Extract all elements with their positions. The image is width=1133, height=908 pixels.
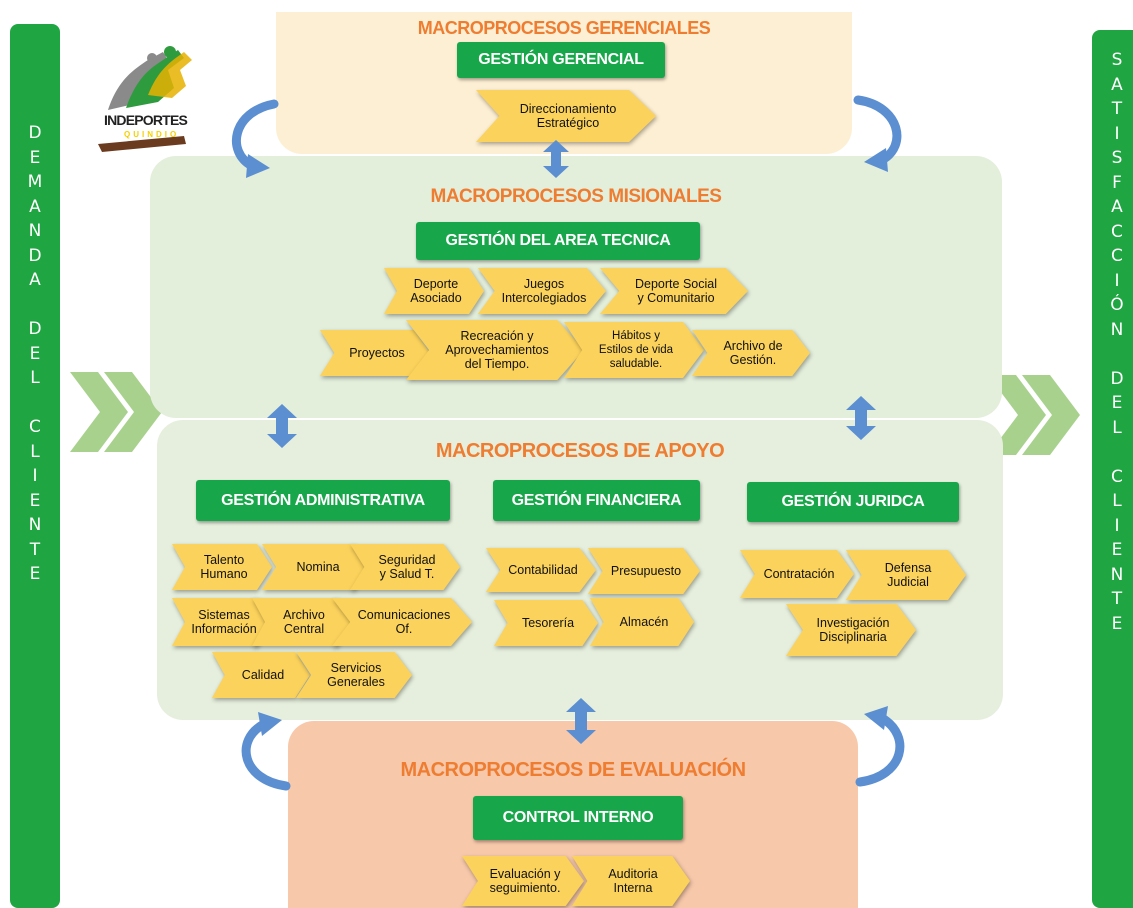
chevron-habitos: Hábitos y Estilos de vida saludable.: [564, 322, 704, 378]
right-sidebar-letter: T: [1111, 99, 1123, 119]
chevron-talento-humano: Talento Humano: [172, 544, 272, 590]
arrow-misionales-apoyo-right: [846, 396, 876, 440]
gestion-area-tecnica-box: GESTIÓN DEL AREA TECNICA: [416, 222, 700, 260]
apoyo-title: MACROPROCESOS DE APOYO: [435, 440, 725, 462]
evaluacion-title: MACROPROCESOS DE EVALUACIÓN: [400, 759, 746, 781]
chevron-proyectos: Proyectos: [320, 330, 430, 376]
right-sidebar-letter: I: [1114, 123, 1120, 144]
right-sidebar-letter: [1110, 342, 1123, 367]
chevron-deporte-asociado: Deporte Asociado: [384, 268, 484, 314]
right-sidebar-letter: L: [1112, 491, 1122, 511]
chevron-presupuesto: Presupuesto: [588, 548, 700, 594]
right-sidebar-letter: E: [1111, 393, 1123, 413]
chevron-nomina: Nomina: [262, 544, 370, 590]
left-sidebar-letter: L: [30, 441, 40, 462]
right-sidebar-letter: A: [1111, 74, 1123, 95]
right-sidebar-letter: A: [1111, 197, 1123, 217]
chevron-direccionamiento: Direccionamiento Estratégico: [476, 90, 656, 142]
chevron-almacen: Almacén: [590, 598, 694, 646]
right-sidebar-letter: E: [1111, 540, 1123, 560]
left-sidebar-letter: E: [29, 490, 41, 511]
chevron-archivo-central: Archivo Central: [252, 598, 352, 646]
chevron-evaluacion-seguimiento: Evaluación y seguimiento.: [462, 856, 584, 906]
right-sidebar-letter: L: [1112, 417, 1122, 438]
inderportes-logo: INDEPORTES QUINDIO: [88, 40, 198, 152]
chevron-contabilidad: Contabilidad: [486, 548, 596, 592]
right-sidebar-letter: I: [1114, 515, 1120, 536]
misionales-title: MACROPROCESOS MISIONALES: [430, 186, 722, 207]
left-sidebar-letter: A: [29, 196, 41, 217]
right-sidebar-letter: N: [1110, 564, 1124, 585]
left-sidebar-letter: M: [27, 172, 43, 192]
left-sidebar-letter: T: [29, 539, 41, 560]
right-sidebar-letter: C: [1111, 246, 1123, 266]
chevron-tesoreria: Tesorería: [494, 600, 598, 646]
chevron-defensa-judicial: Defensa Judicial: [846, 550, 966, 600]
arrow-misionales-apoyo-left: [267, 404, 297, 448]
left-sidebar-letter: N: [28, 221, 42, 241]
left-sidebar-letter: [28, 293, 43, 318]
chevron-deporte-social: Deporte Social y Comunitario: [600, 268, 748, 314]
right-sidebar-letter: Ó: [1110, 295, 1124, 315]
gestion-gerencial-box: GESTIÓN GERENCIAL: [457, 42, 665, 78]
chevron-contratacion: Contratación: [740, 550, 854, 598]
left-sidebar-letter: E: [29, 564, 41, 584]
left-sidebar-letter: E: [29, 147, 41, 168]
chevron-recreacion: Recreación y Aprovechamientos del Tiempo…: [406, 320, 584, 380]
left-sidebar-letter: D: [28, 245, 42, 266]
gestion-financiera-box: GESTIÓN FINANCIERA: [493, 480, 700, 521]
chevron-juegos-intercolegiados: Juegos Intercolegiados: [478, 268, 606, 314]
logo-text: INDEPORTES: [104, 112, 188, 128]
left-sidebar-letter: N: [28, 515, 42, 535]
gerenciales-title: MACROPROCESOS GERENCIALES: [417, 18, 711, 38]
chevron-servicios-generales: Servicios Generales: [296, 652, 412, 698]
left-sidebar-letter: D: [28, 319, 42, 339]
curved-arrow-bottom-left: [241, 712, 291, 791]
left-sidebar-letter: E: [29, 343, 41, 364]
left-sidebar-letter: C: [29, 417, 41, 437]
left-sidebar-letter: I: [32, 466, 38, 486]
logo-subtext: QUINDIO: [124, 130, 180, 139]
chevron-auditoria-interna: Auditoria Interna: [572, 856, 690, 906]
chevron-seguridad-salud: Seguridad y Salud T.: [350, 544, 460, 590]
right-sidebar-letter: S: [1111, 50, 1123, 70]
right-sidebar-letter: E: [1111, 613, 1123, 634]
right-sidebar-letter: S: [1111, 148, 1123, 168]
arrow-gerenciales-misionales: [543, 140, 569, 178]
chevron-calidad: Calidad: [212, 652, 310, 698]
chevron-sistemas-informacion: Sistemas Información: [172, 598, 272, 646]
right-sidebar-letter: [1110, 440, 1123, 465]
left-sidebar-letter: [28, 391, 43, 416]
arrow-apoyo-evaluacion: [566, 698, 596, 744]
right-output-chevrons: [988, 375, 1080, 455]
right-sidebar-letter: D: [1110, 368, 1124, 389]
left-sidebar-letter: D: [28, 123, 42, 143]
right-sidebar-letter: F: [1112, 172, 1122, 193]
gestion-administrativa-box: GESTIÓN ADMINISTRATIVA: [196, 480, 450, 521]
curved-arrow-top-left: [232, 99, 279, 178]
right-sidebar-letter: I: [1114, 270, 1120, 291]
right-sidebar-letter: N: [1110, 319, 1124, 340]
left-sidebar-letter: L: [30, 368, 40, 388]
left-input-chevrons: [70, 372, 162, 452]
right-sidebar-letter: T: [1111, 589, 1123, 609]
control-interno-box: CONTROL INTERNO: [473, 796, 683, 840]
right-sidebar-letter: C: [1111, 466, 1123, 487]
right-sidebar-letter: C: [1111, 221, 1123, 242]
gestion-juridica-box: GESTIÓN JURIDCA: [747, 482, 959, 522]
chevron-investigacion-disciplinaria: Investigación Disciplinaria: [786, 604, 916, 656]
left-sidebar-letter: A: [29, 270, 41, 290]
chevron-archivo-gestion: Archivo de Gestión.: [692, 330, 810, 376]
curved-arrow-bottom-right: [855, 706, 905, 787]
chevron-comunicaciones: Comunicaciones Of.: [332, 598, 472, 646]
curved-arrow-top-right: [853, 95, 902, 172]
